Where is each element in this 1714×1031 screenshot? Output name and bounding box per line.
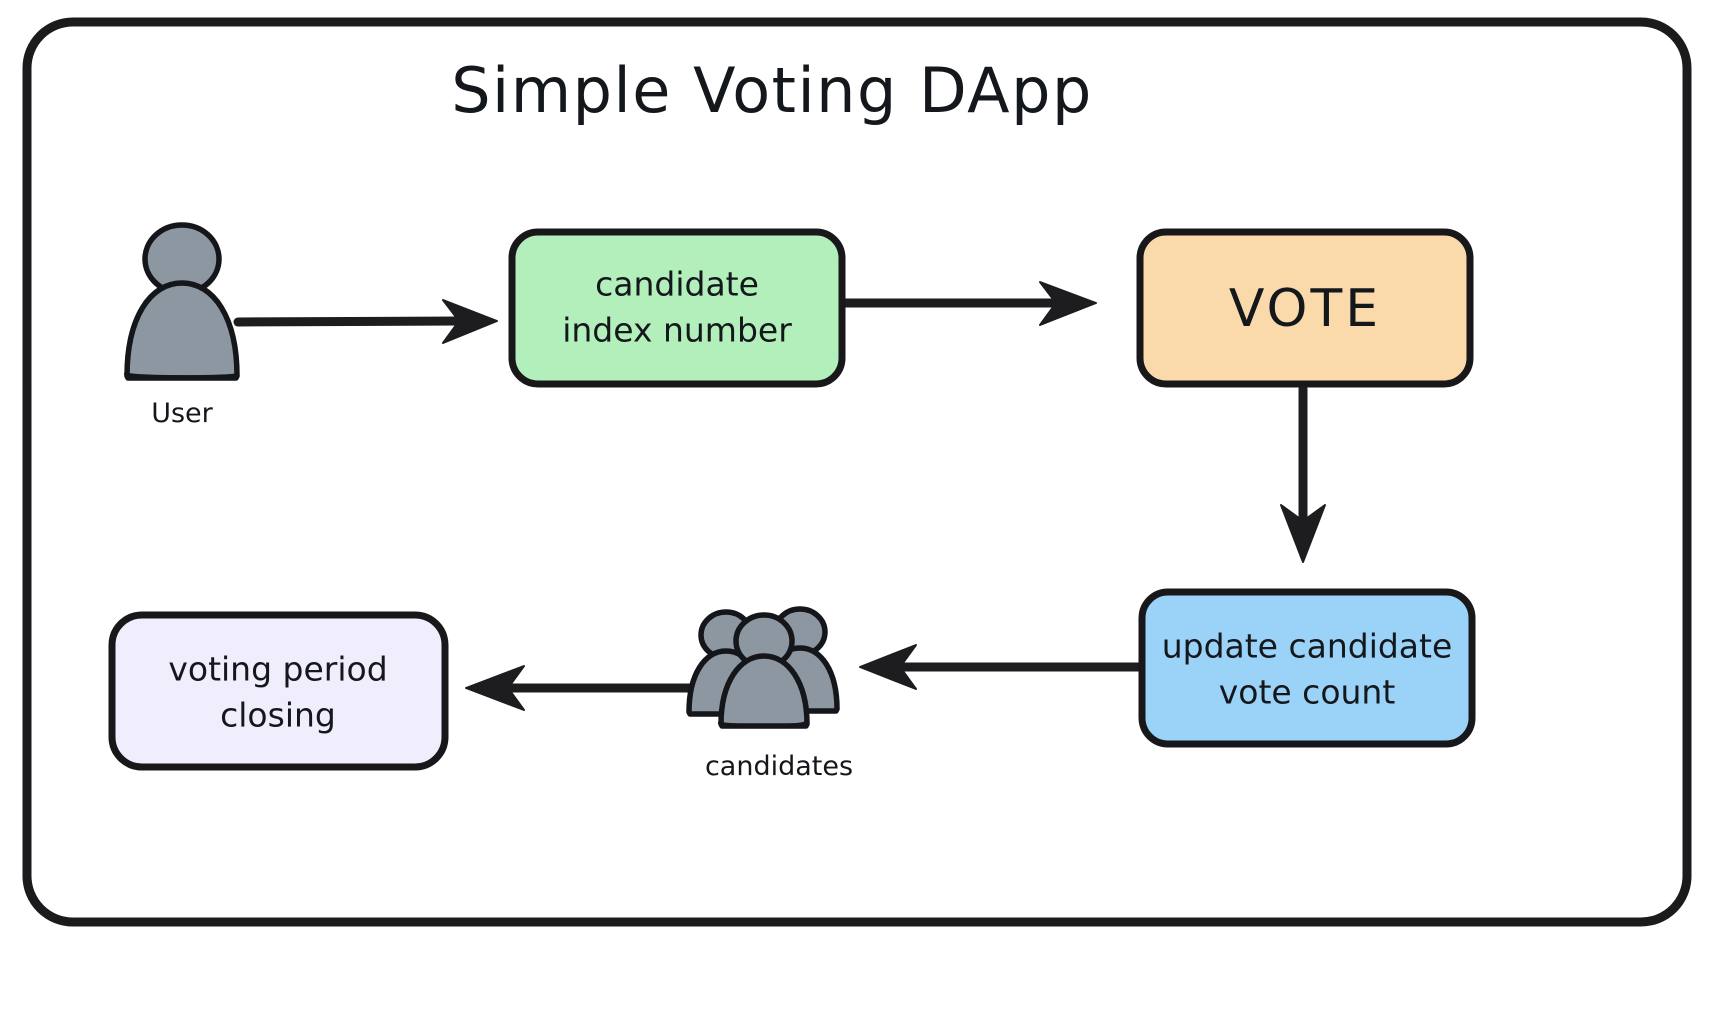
node-voting-period-closing[interactable]: voting period closing	[108, 611, 449, 771]
edge-vote-to-update-count	[1280, 384, 1326, 563]
actor-candidates: candidates	[686, 606, 853, 782]
edge-candidate-index-to-vote	[838, 281, 1097, 326]
actor-user-label: User	[151, 398, 213, 429]
node-candidate-index-line-1: candidate	[595, 265, 759, 304]
candidates-base-stroke	[718, 721, 808, 728]
edge-candidates-to-voting-period-closing	[465, 665, 705, 711]
user-base-stroke	[124, 372, 238, 380]
node-update-candidate-vote-count-box[interactable]	[1138, 588, 1476, 748]
node-candidate-index-line-2: index number	[562, 311, 792, 350]
node-update-candidate-vote-count[interactable]: update candidate vote count	[1138, 588, 1476, 748]
edge-update-count-to-candidates	[859, 644, 1145, 690]
node-vote[interactable]: VOTE	[1136, 228, 1474, 388]
edge-user-to-candidate-index	[233, 299, 498, 344]
node-update-count-line-1: update candidate	[1162, 627, 1453, 666]
outer-frame	[22, 17, 1692, 927]
actor-user: User	[124, 222, 240, 429]
node-vote-box[interactable]	[1136, 228, 1474, 388]
node-candidate-index-number[interactable]: candidate index number	[508, 228, 846, 388]
node-update-count-line-2: vote count	[1219, 673, 1396, 712]
node-voting-period-line-2: closing	[220, 696, 336, 735]
node-voting-period-closing-box[interactable]	[108, 611, 449, 771]
page-title: Simple Voting DApp	[451, 54, 1093, 127]
node-vote-label: VOTE	[1229, 279, 1381, 339]
actor-candidates-label: candidates	[705, 751, 853, 782]
node-candidate-index-number-box[interactable]	[508, 228, 846, 388]
node-voting-period-line-1: voting period	[168, 650, 387, 689]
